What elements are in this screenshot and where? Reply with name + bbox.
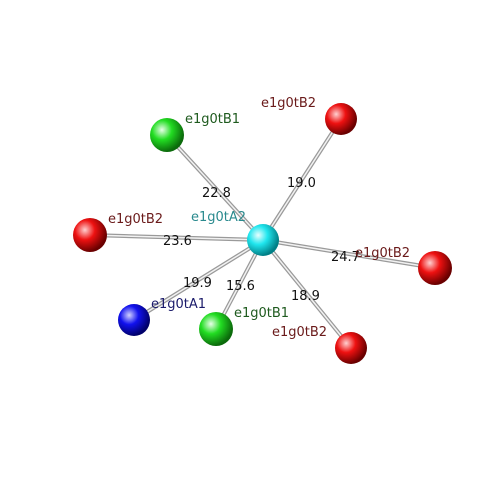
bond-1 <box>261 117 343 242</box>
distance-label: 23.6 <box>163 234 192 249</box>
bond-3 <box>262 238 436 270</box>
bonds <box>89 117 436 350</box>
node-label: e1g0tB2 <box>272 325 327 340</box>
node-labels: e1g0tA2 e1g0tB1 e1g0tB2 e1g0tB2 e1g0tB2 … <box>108 96 410 340</box>
bond-4 <box>132 238 265 322</box>
node-neighbor[interactable] <box>118 304 150 336</box>
node-label: e1g0tB2 <box>261 96 316 111</box>
node-neighbor[interactable] <box>199 312 233 346</box>
node-neighbor[interactable] <box>325 103 357 135</box>
bond-0 <box>165 133 265 242</box>
nodes <box>73 103 452 364</box>
node-neighbor[interactable] <box>335 332 367 364</box>
node-label: e1g0tA1 <box>151 297 206 312</box>
node-label: e1g0tB1 <box>234 306 289 321</box>
distance-label: 18.9 <box>291 289 320 304</box>
node-label: e1g0tB2 <box>355 246 410 261</box>
distance-labels: 22.8 19.0 23.6 24.7 19.9 15.6 18.9 <box>163 176 360 304</box>
distance-label: 24.7 <box>331 250 360 265</box>
bond-2 <box>89 233 264 242</box>
distance-label: 15.6 <box>226 279 255 294</box>
node-center[interactable] <box>247 224 279 256</box>
node-label: e1g0tB2 <box>108 212 163 227</box>
node-neighbor[interactable] <box>150 118 184 152</box>
center-label: e1g0tA2 <box>191 210 246 225</box>
bond-6 <box>261 238 353 350</box>
node-neighbor[interactable] <box>418 251 452 285</box>
node-label: e1g0tB1 <box>185 112 240 127</box>
distance-label: 19.9 <box>183 276 212 291</box>
node-neighbor[interactable] <box>73 218 107 252</box>
distance-label: 22.8 <box>202 186 231 201</box>
distance-label: 19.0 <box>287 176 316 191</box>
